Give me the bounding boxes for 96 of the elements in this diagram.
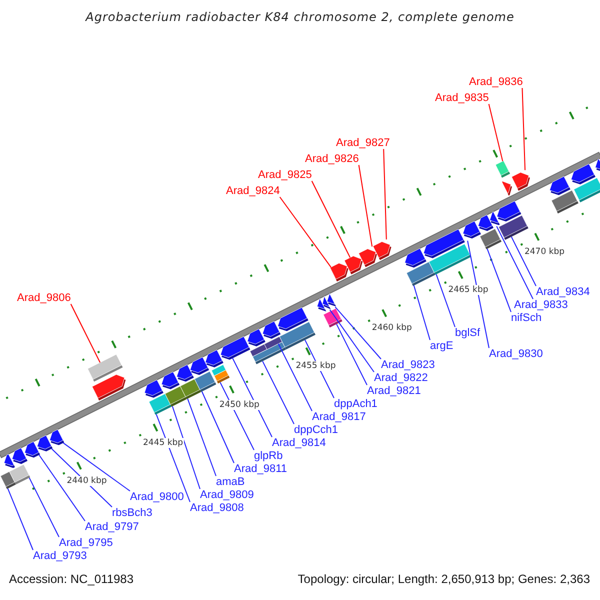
gene-label: Arad_9797 bbox=[85, 521, 139, 533]
gene-pentagon bbox=[262, 321, 281, 339]
gene-pentagon bbox=[161, 372, 180, 390]
gene-label: Arad_9824 bbox=[226, 185, 280, 197]
gene-pentagon bbox=[49, 429, 64, 446]
gene-pentagon bbox=[144, 380, 164, 398]
leader-line bbox=[232, 358, 272, 438]
leader-line bbox=[38, 454, 86, 522]
leader-line bbox=[278, 343, 312, 412]
leader-line bbox=[486, 248, 512, 312]
gene-label: Arad_9833 bbox=[514, 299, 568, 311]
gene-label: Arad_9827 bbox=[336, 137, 390, 149]
gene-label: dppCch1 bbox=[294, 424, 338, 436]
accession-text: Accession: NC_011983 bbox=[9, 572, 134, 586]
leader-line bbox=[488, 104, 504, 162]
gene-label: Arad_9836 bbox=[469, 76, 523, 88]
gene-pentagon bbox=[344, 256, 363, 274]
gene-pentagon bbox=[502, 181, 512, 196]
gene-label: Arad_9822 bbox=[374, 372, 428, 384]
leader-line bbox=[334, 306, 382, 360]
leader-line bbox=[510, 236, 536, 286]
leader-line bbox=[201, 391, 234, 464]
gene-label: Arad_9800 bbox=[130, 491, 184, 503]
gene-pentagon bbox=[462, 220, 481, 239]
gene-pentagon bbox=[423, 228, 465, 258]
leader-line bbox=[220, 382, 254, 450]
gene-label: Arad_9823 bbox=[381, 359, 435, 371]
gene-pentagon bbox=[36, 435, 53, 452]
gene-pentagon bbox=[205, 350, 224, 368]
leader-line bbox=[413, 285, 430, 340]
gene-label: Arad_9808 bbox=[190, 502, 244, 514]
leader-line bbox=[311, 180, 351, 258]
gene-pentagon bbox=[326, 293, 336, 307]
leader-line bbox=[262, 360, 294, 424]
leader-line bbox=[329, 309, 374, 372]
gene-label: bglSf bbox=[455, 327, 480, 339]
scale-label: 2445 kbp bbox=[142, 438, 184, 448]
gene-label: argE bbox=[430, 340, 454, 352]
leader-line bbox=[279, 196, 332, 268]
gene-label: Arad_9825 bbox=[258, 169, 312, 181]
gene-label: dppAch1 bbox=[334, 398, 378, 410]
gene-pentagon bbox=[220, 336, 250, 360]
gene-label: rbsBch3 bbox=[112, 507, 152, 519]
leader-line bbox=[172, 406, 200, 490]
gene-label: Arad_9821 bbox=[367, 385, 421, 397]
gene-pentagon bbox=[372, 241, 392, 260]
scale-label: 2440 kbp bbox=[66, 476, 108, 486]
leader-line bbox=[336, 324, 368, 386]
gene-pentagon bbox=[549, 176, 570, 196]
gene-label: Arad_9806 bbox=[17, 292, 71, 304]
leader-line bbox=[62, 442, 130, 492]
gene-label: amaB bbox=[216, 476, 245, 488]
gene-label: nifSch bbox=[511, 312, 542, 324]
gene-label: Arad_9817 bbox=[312, 411, 366, 423]
gene-block bbox=[480, 228, 502, 250]
leader-line bbox=[496, 226, 534, 300]
gene-block bbox=[87, 354, 123, 382]
gene-pentagon bbox=[330, 262, 348, 282]
gene-label: glpRb bbox=[254, 450, 283, 462]
gene-label: Arad_9830 bbox=[489, 348, 543, 360]
gene-label: Arad_9835 bbox=[435, 92, 489, 104]
leader-line bbox=[7, 488, 34, 550]
gene-pentagon bbox=[496, 200, 522, 222]
gene-block bbox=[323, 308, 342, 328]
gene-label: Arad_9809 bbox=[200, 489, 254, 501]
gene-block bbox=[9, 464, 30, 485]
gene-pentagon bbox=[278, 307, 308, 332]
leader-line bbox=[28, 477, 60, 538]
gene-label: Arad_9793 bbox=[33, 550, 87, 562]
gene-label: Arad_9811 bbox=[234, 463, 288, 475]
gene-block bbox=[495, 160, 510, 178]
leader-line bbox=[467, 240, 490, 348]
gene-pentagon bbox=[595, 158, 600, 172]
gene-pentagon bbox=[404, 248, 426, 268]
leader-line bbox=[358, 164, 373, 248]
gene-pentagon bbox=[247, 328, 266, 346]
leader-line bbox=[187, 398, 216, 476]
scale-label: 2450 kbp bbox=[218, 400, 260, 410]
scale-label: 2460 kbp bbox=[370, 323, 413, 334]
leader-line bbox=[156, 414, 190, 502]
genome-stats: Topology: circular; Length: 2,650,913 bp; Genes: 2,363 bbox=[298, 572, 590, 586]
gene-pentagon bbox=[570, 164, 596, 184]
leader-line bbox=[383, 148, 387, 240]
leader-line bbox=[522, 88, 526, 171]
gene-block bbox=[214, 370, 230, 384]
scale-label: 2470 kbp bbox=[523, 247, 566, 258]
gene-pentagon bbox=[358, 248, 377, 268]
scale-label: 2455 kbp bbox=[294, 361, 337, 372]
gene-label: Arad_9814 bbox=[272, 437, 326, 449]
scale-label: 2465 kbp bbox=[447, 285, 490, 296]
gene-label: Arad_9834 bbox=[536, 286, 590, 298]
leader-line bbox=[436, 274, 456, 328]
gene-label: Arad_9826 bbox=[305, 153, 359, 165]
gene-pentagon bbox=[24, 441, 40, 458]
gene-label: Arad_9795 bbox=[59, 537, 113, 549]
diagram-title: Agrobacterium radiobacter K84 chromosome 2, complete genome bbox=[86, 10, 514, 24]
